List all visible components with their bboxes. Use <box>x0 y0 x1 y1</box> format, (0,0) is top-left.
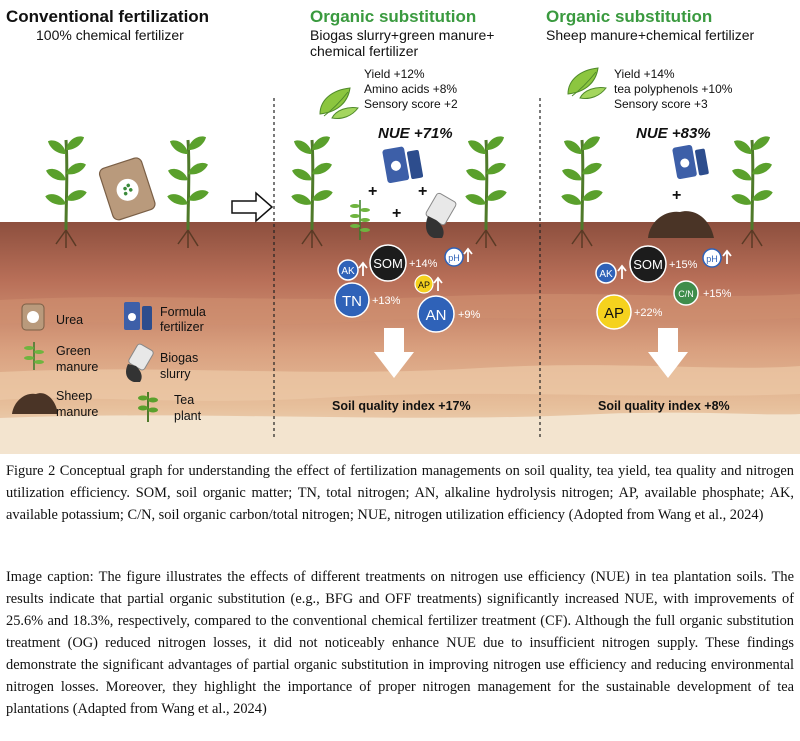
conventional-title: Conventional fertilization <box>6 7 209 26</box>
sheep-manure-icon <box>648 211 714 238</box>
effect-sensory-score: Sensory score +3 <box>614 97 708 111</box>
svg-text:pH: pH <box>448 253 460 263</box>
svg-text:AN: AN <box>426 307 447 324</box>
tea-plant-icon <box>44 133 88 248</box>
ak-node: AK <box>337 259 359 281</box>
down-arrow-icon <box>374 328 414 378</box>
organic-biogas-title: Organic substitution <box>310 7 476 26</box>
svg-text:AK: AK <box>341 266 355 277</box>
nue-sheep: NUE +83% <box>636 125 711 142</box>
formula-fertilizer-icon <box>382 146 424 184</box>
soil-quality-sheep: Soil quality index +8% <box>598 399 730 413</box>
ap-node: AP <box>414 274 434 294</box>
svg-text:SOM: SOM <box>633 257 663 272</box>
legend-formula-2: fertilizer <box>160 320 204 334</box>
biogas-slurry-icon <box>126 343 154 382</box>
green-manure-icon <box>350 200 370 240</box>
formula-fertilizer-icon <box>672 145 709 180</box>
conceptual-figure: Conventional fertilization 100% chemical… <box>0 7 800 454</box>
legend-green-2: manure <box>56 360 98 374</box>
som-node: SOM <box>369 244 407 282</box>
image-caption: Image caption: The figure illustrates th… <box>6 569 794 717</box>
tea-plant-icon <box>560 133 604 248</box>
legend-green-1: Green <box>56 344 91 358</box>
legend-tea-1: Tea <box>174 393 194 407</box>
up-arrow-icon <box>463 247 473 262</box>
effect-tea-polyphenols: tea polyphenols +10% <box>614 82 733 96</box>
down-arrow-icon <box>648 328 688 378</box>
tn-node: TN <box>334 282 370 318</box>
ph-node: pH <box>444 247 464 267</box>
green-manure-icon <box>24 342 44 370</box>
plus-icon: + <box>672 187 681 204</box>
svg-text:pH: pH <box>706 254 718 264</box>
legend-urea: Urea <box>56 313 83 327</box>
sheep-manure-icon <box>12 393 58 414</box>
up-arrow-icon <box>433 276 443 291</box>
soil-band-light <box>0 365 800 401</box>
legend-formula-1: Formula <box>160 305 206 319</box>
tea-plant-icon <box>730 133 774 248</box>
ak-node: AK <box>595 262 617 284</box>
tea-plant-icon <box>166 133 210 248</box>
effect-sensory-score: Sensory score +2 <box>364 97 458 111</box>
som-change: +15% <box>669 259 698 271</box>
up-arrow-icon <box>722 249 732 264</box>
ph-node: pH <box>702 248 722 268</box>
organic-sheep-title: Organic substitution <box>546 7 712 26</box>
som-change: +14% <box>409 258 438 270</box>
urea-icon <box>21 303 45 331</box>
tea-plant-icon <box>290 133 334 248</box>
svg-text:C/N: C/N <box>678 289 694 299</box>
ap-change: +22% <box>634 307 663 319</box>
effect-yield: Yield +12% <box>364 67 425 81</box>
tea-leaf-icon <box>319 87 359 119</box>
organic-biogas-subtitle-2: chemical fertilizer <box>310 43 418 59</box>
svg-text:AP: AP <box>418 280 430 290</box>
figure-caption: Figure 2 Conceptual graph for understand… <box>6 463 794 523</box>
plus-icon: + <box>392 205 401 222</box>
urea-bag-icon <box>98 157 156 221</box>
cn-node: C/N <box>673 280 699 306</box>
an-node: AN <box>417 295 455 333</box>
soil-band-base <box>0 412 800 454</box>
tn-change: +13% <box>372 295 401 307</box>
biogas-slurry-icon <box>425 192 457 238</box>
up-arrow-icon <box>617 264 627 279</box>
nue-biogas: NUE +71% <box>378 125 453 142</box>
legend-biogas-2: slurry <box>160 367 191 381</box>
up-arrow-icon <box>358 261 368 276</box>
tea-plant-icon <box>138 392 158 422</box>
plus-icon: + <box>368 183 377 200</box>
som-node: SOM <box>629 245 667 283</box>
svg-text:AK: AK <box>599 269 613 280</box>
legend-tea-2: plant <box>174 409 202 423</box>
effect-yield: Yield +14% <box>614 67 675 81</box>
conventional-subtitle: 100% chemical fertilizer <box>36 27 184 43</box>
organic-biogas-subtitle-1: Biogas slurry+green manure+ <box>310 27 494 43</box>
soil-quality-biogas: Soil quality index +17% <box>332 399 471 413</box>
plus-icon: + <box>418 183 427 200</box>
svg-text:AP: AP <box>604 305 624 322</box>
formula-fertilizer-icon <box>124 302 152 330</box>
legend-sheep-1: Sheep <box>56 389 92 403</box>
effect-amino-acids: Amino acids +8% <box>364 82 457 96</box>
svg-text:TN: TN <box>342 293 362 310</box>
legend-biogas-1: Biogas <box>160 351 198 365</box>
tea-plant-icon <box>464 133 508 248</box>
legend-sheep-2: manure <box>56 405 98 419</box>
svg-text:SOM: SOM <box>373 256 403 271</box>
ap-node: AP <box>596 294 632 330</box>
transition-arrow-icon <box>231 191 274 223</box>
an-change: +9% <box>458 309 481 321</box>
organic-sheep-subtitle: Sheep manure+chemical fertilizer <box>546 27 754 43</box>
tea-leaf-icon <box>567 67 607 99</box>
cn-change: +15% <box>703 288 732 300</box>
